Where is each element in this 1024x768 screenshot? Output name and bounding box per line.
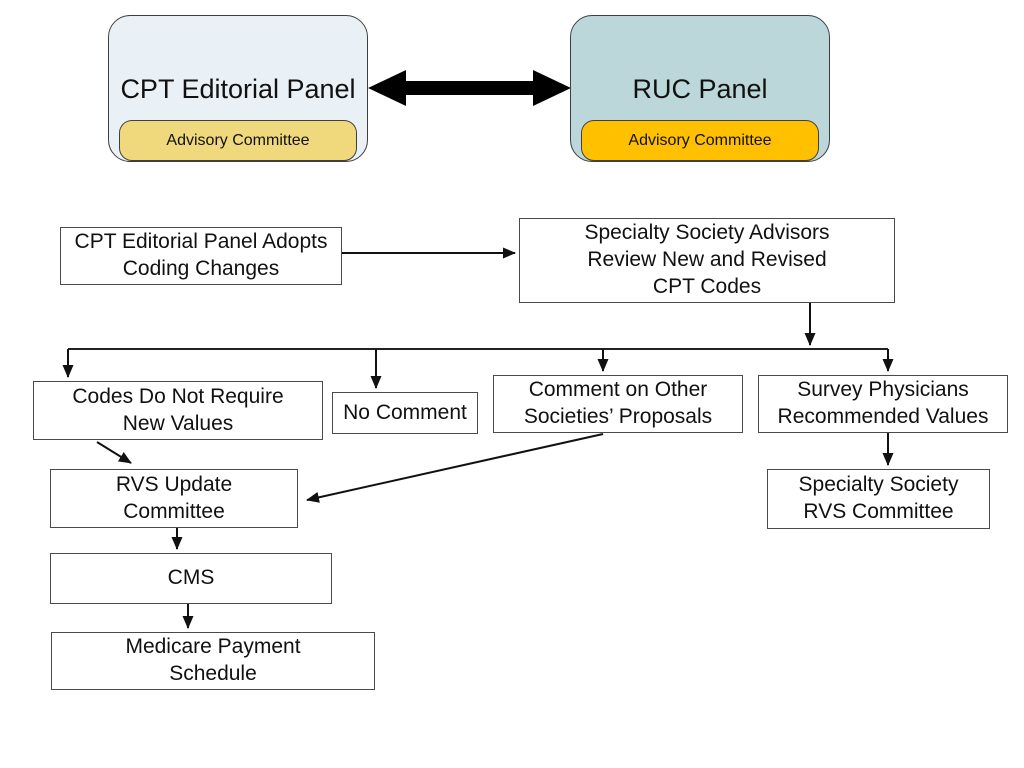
cpt-advisory-committee-pill: Advisory Committee bbox=[119, 120, 357, 161]
node-survey-physicians-recommended-values: Survey Physicians Recommended Values bbox=[758, 375, 1008, 433]
ruc-panel: RUC Panel Advisory Committee bbox=[570, 15, 830, 162]
cpt-panel-title: CPT Editorial Panel bbox=[120, 74, 356, 104]
cpt-ruc-double-arrow bbox=[368, 70, 571, 106]
node-no-comment: No Comment bbox=[332, 392, 478, 434]
ruc-panel-title: RUC Panel bbox=[632, 74, 768, 104]
node-cpt-adopts-coding-changes: CPT Editorial Panel Adopts Coding Change… bbox=[60, 227, 342, 285]
node-medicare-payment-schedule: Medicare Payment Schedule bbox=[51, 632, 375, 690]
ruc-advisory-committee-pill: Advisory Committee bbox=[581, 120, 819, 161]
node-rvs-update-committee: RVS Update Committee bbox=[50, 469, 298, 528]
cpt-editorial-panel: CPT Editorial Panel Advisory Committee bbox=[108, 15, 368, 162]
arrow-comment-other-to-rvs-update bbox=[306, 433, 604, 503]
node-specialty-society-advisors-review: Specialty Society Advisors Review New an… bbox=[519, 218, 895, 303]
arrow-no-new-values-to-rvs-update bbox=[96, 441, 132, 464]
node-specialty-society-rvs-committee: Specialty Society RVS Committee bbox=[767, 469, 990, 529]
node-codes-do-not-require-new-values: Codes Do Not Require New Values bbox=[33, 381, 323, 440]
node-comment-on-other-societies-proposals: Comment on Other Societies’ Proposals bbox=[493, 375, 743, 433]
node-cms: CMS bbox=[50, 553, 332, 604]
